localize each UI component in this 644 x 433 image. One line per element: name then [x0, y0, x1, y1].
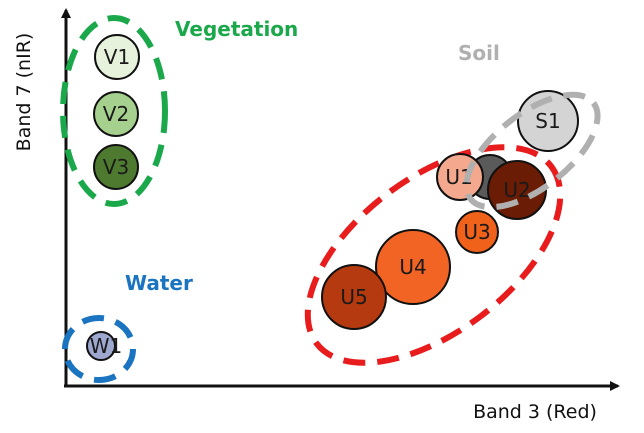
node-u1: U1 [436, 153, 484, 201]
node-v2: V2 [93, 91, 139, 137]
node-v3-circle [93, 144, 139, 190]
node-u3-label: U3 [463, 220, 490, 244]
urban-cluster-outline [304, 144, 564, 366]
node-w1-circle [86, 331, 116, 361]
node-u5-label: U5 [340, 285, 367, 309]
node-v2-circle [93, 91, 139, 137]
node-u5: U5 [321, 264, 387, 330]
node-v2-label: V2 [103, 102, 129, 126]
soil-cluster-outline [463, 91, 601, 211]
node-u4: U4 [375, 229, 451, 305]
water-cluster-outline [62, 315, 136, 383]
node-w1: W1 [86, 331, 123, 361]
water-label: Water [125, 271, 193, 295]
node-u3: U3 [455, 210, 499, 254]
node-v3-label: V3 [103, 155, 129, 179]
soil-label: Soil [458, 41, 500, 65]
node-u5-circle [321, 264, 387, 330]
node-s1-label: S1 [535, 109, 560, 133]
node-v3: V3 [93, 144, 139, 190]
node-u4-circle [375, 229, 451, 305]
node-w1-label: W1 [90, 334, 123, 358]
node-v1-circle [94, 34, 140, 80]
node-u2-label: U2 [503, 178, 530, 202]
x-axis-label: Band 3 (Red) [473, 401, 597, 423]
y-axis-label: Band 7 (nIR) [13, 33, 35, 152]
node-v1: V1 [94, 34, 140, 80]
vegetation-cluster-outline [60, 15, 168, 207]
vegetation-label: Vegetation [175, 17, 298, 41]
node-u3-circle [455, 210, 499, 254]
node-u4-label: U4 [399, 255, 426, 279]
node-v1-label: V1 [104, 45, 130, 69]
